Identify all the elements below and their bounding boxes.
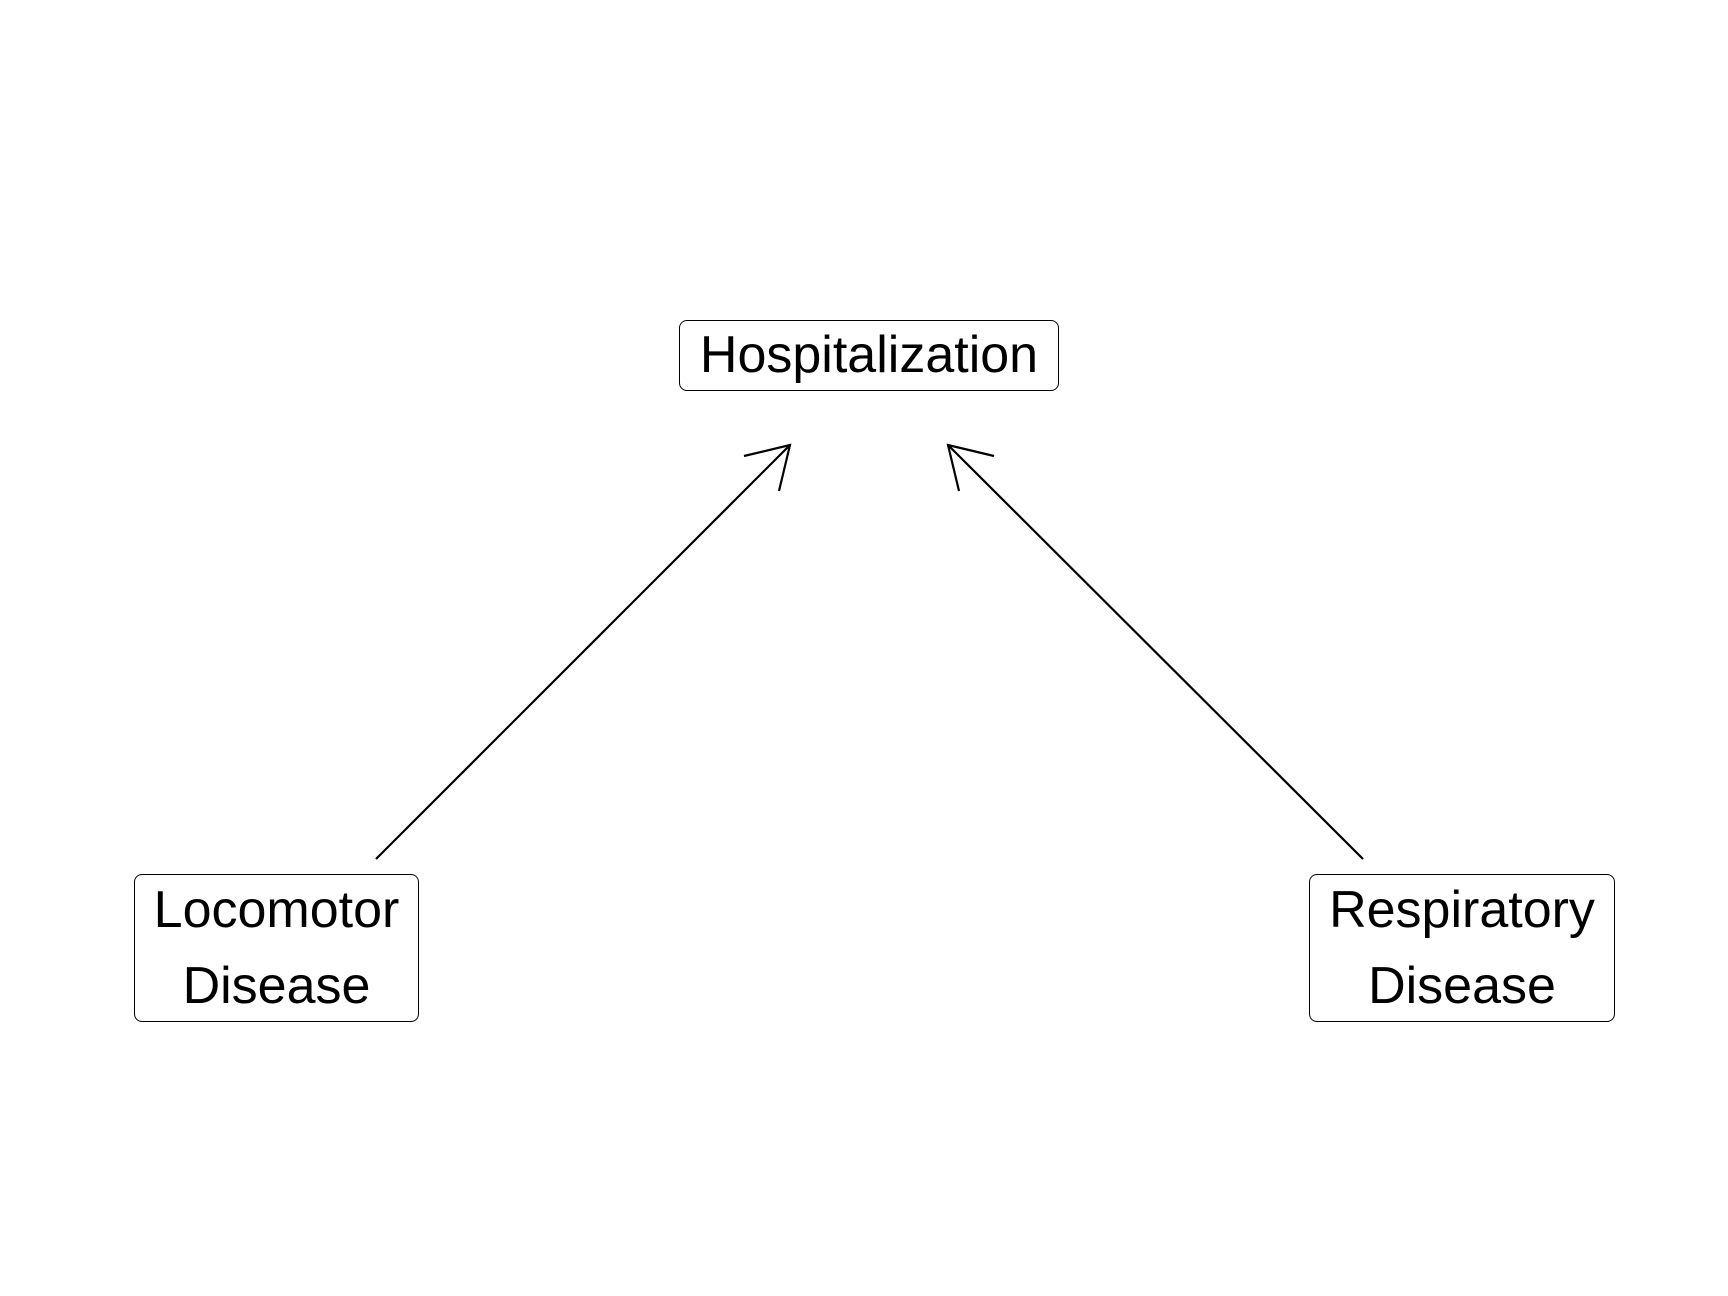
node-label: Hospitalization <box>699 326 1039 384</box>
edge-line <box>947 444 1364 860</box>
node-hospitalization: Hospitalization <box>679 320 1059 391</box>
node-label-line-2: Disease <box>182 957 371 1015</box>
node-respiratory-disease: Respiratory Disease <box>1309 874 1615 1022</box>
node-label-line-1: Locomotor <box>153 881 400 939</box>
node-locomotor-disease: Locomotor Disease <box>134 874 419 1022</box>
edge-line <box>375 444 791 860</box>
node-label-line-1: Respiratory <box>1329 881 1595 939</box>
node-label-line-2: Disease <box>1368 957 1556 1015</box>
edge-respiratory-to-hospitalization <box>946 443 1364 860</box>
edge-locomotor-to-hospitalization <box>375 443 792 860</box>
arrowhead-icon <box>946 443 995 492</box>
arrowhead-icon <box>743 443 792 492</box>
